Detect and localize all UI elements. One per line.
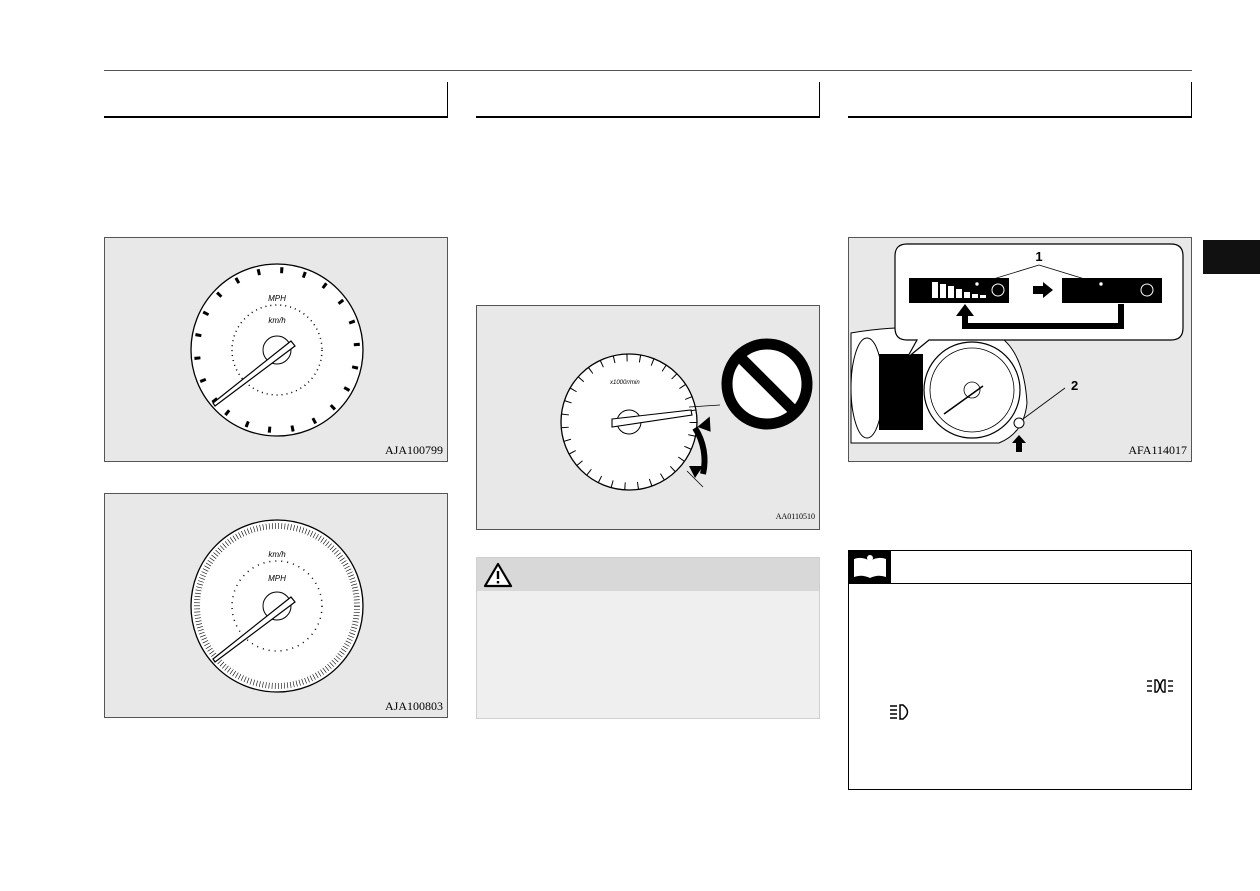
section-heading-middle xyxy=(476,82,820,118)
figure-code: AFA114017 xyxy=(1128,443,1187,457)
prohibited-sign-icon xyxy=(721,338,813,430)
tachometer-unit-label: x1000r/min xyxy=(609,380,640,386)
speedometer-mph-figure: MPH km/h AJA100799 xyxy=(104,237,448,462)
note-header xyxy=(849,551,1191,584)
warning-triangle-icon xyxy=(483,562,513,588)
callout-1: 1 xyxy=(1035,249,1042,264)
figure-code: AJA100803 xyxy=(384,699,443,713)
tachometer-illustration: x1000r/min xyxy=(560,338,813,491)
speedometer-kmh-figure: km/h MPH AJA100803 xyxy=(104,493,448,718)
tachometer-figure: x1000r/min AA0110510 xyxy=(476,305,820,530)
section-heading-left xyxy=(104,82,448,118)
rheostat-illustration: 2 1 xyxy=(850,243,1184,452)
figure-code: AA0110510 xyxy=(775,512,815,521)
caution-box xyxy=(476,557,820,719)
speedometer-kmh-illustration: km/h MPH xyxy=(190,519,364,693)
caution-header xyxy=(477,558,819,591)
figure-code: AJA100799 xyxy=(384,443,443,457)
callout-2: 2 xyxy=(1071,378,1078,393)
outer-scale-label: km/h xyxy=(268,550,286,559)
top-rule xyxy=(104,70,1192,71)
inner-scale-label: MPH xyxy=(268,574,286,583)
chapter-tab xyxy=(1203,240,1260,274)
open-book-icon xyxy=(854,555,886,578)
speedometer-mph-illustration: MPH km/h xyxy=(190,263,364,437)
headlamp-low-beam-icon xyxy=(890,704,909,720)
outer-scale-label: MPH xyxy=(268,294,286,303)
headlamp-high-beam-icon xyxy=(1147,679,1173,693)
rheostat-figure: 2 1 AFA114017 xyxy=(848,237,1192,462)
inner-scale-label: km/h xyxy=(268,316,286,325)
section-heading-right xyxy=(848,82,1192,118)
note-box xyxy=(848,550,1192,790)
